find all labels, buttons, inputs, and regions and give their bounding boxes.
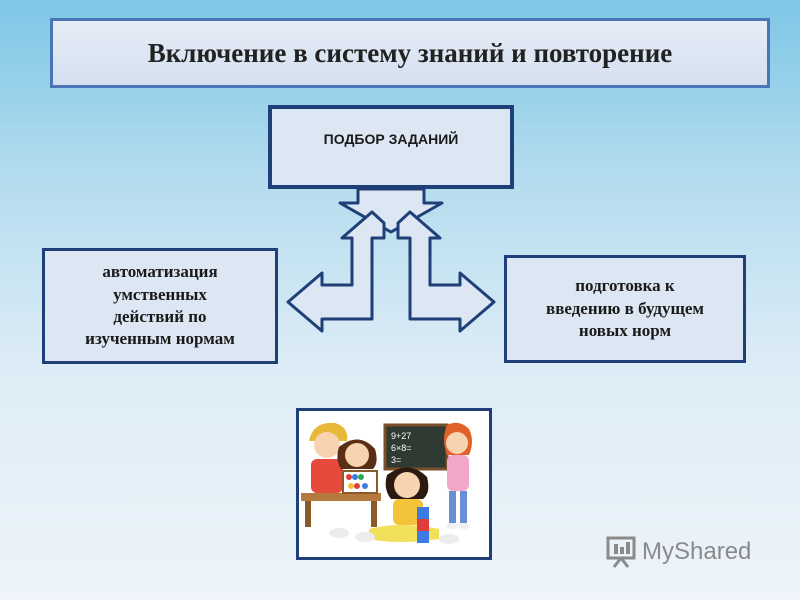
girl-dress bbox=[447, 455, 469, 491]
left-node-box: автоматизация умственных действий по изу… bbox=[42, 248, 278, 364]
toy-block bbox=[417, 507, 429, 519]
left-node-line: действий по bbox=[113, 307, 207, 326]
watermark: MyShared bbox=[606, 536, 751, 568]
blackboard-line: 6×8= bbox=[391, 443, 412, 453]
children-illustration: 9+27 6×8= 3= bbox=[296, 408, 492, 560]
title-box: Включение в систему знаний и повторение bbox=[50, 18, 770, 88]
left-node-line: умственных bbox=[113, 284, 207, 304]
right-node-box: подготовка к введению в будущем новых но… bbox=[504, 255, 746, 363]
blackboard-line: 9+27 bbox=[391, 431, 411, 441]
boy-shirt bbox=[311, 459, 343, 493]
left-node-line: автоматизация bbox=[102, 262, 218, 282]
right-branch-arrow bbox=[396, 210, 496, 333]
front-girl-face bbox=[394, 472, 420, 498]
front-girl-dress bbox=[393, 499, 423, 525]
right-node-line: новых норм bbox=[578, 321, 672, 341]
middle-girl-face bbox=[345, 443, 369, 467]
left-branch-arrow bbox=[286, 210, 386, 333]
blackboard-line: 3= bbox=[391, 455, 401, 465]
presentation-board-icon bbox=[606, 536, 636, 568]
blackboard bbox=[383, 423, 449, 471]
desk bbox=[301, 493, 381, 501]
toy-block bbox=[417, 531, 429, 543]
right-node-label: подготовка к введению в будущем новых но… bbox=[538, 275, 712, 342]
abacus bbox=[342, 470, 378, 494]
watermark-text: MyShared bbox=[642, 538, 752, 565]
slide-title: Включение в систему знаний и повторение bbox=[147, 37, 673, 68]
boy-face bbox=[314, 432, 340, 458]
top-node-box: ПОДБОР ЗАДАНИЙ bbox=[268, 105, 514, 189]
right-node-line: введению в будущем bbox=[546, 298, 704, 318]
toy-block bbox=[417, 519, 429, 531]
top-node-label: ПОДБОР ЗАДАНИЙ bbox=[323, 131, 459, 147]
left-node-line: изученным нормам bbox=[85, 329, 235, 349]
girl-face bbox=[446, 432, 468, 454]
children-picture: 9+27 6×8= 3= bbox=[301, 422, 472, 544]
left-node-label: автоматизация умственных действий по изу… bbox=[77, 261, 243, 351]
right-node-line: подготовка к bbox=[575, 276, 675, 296]
